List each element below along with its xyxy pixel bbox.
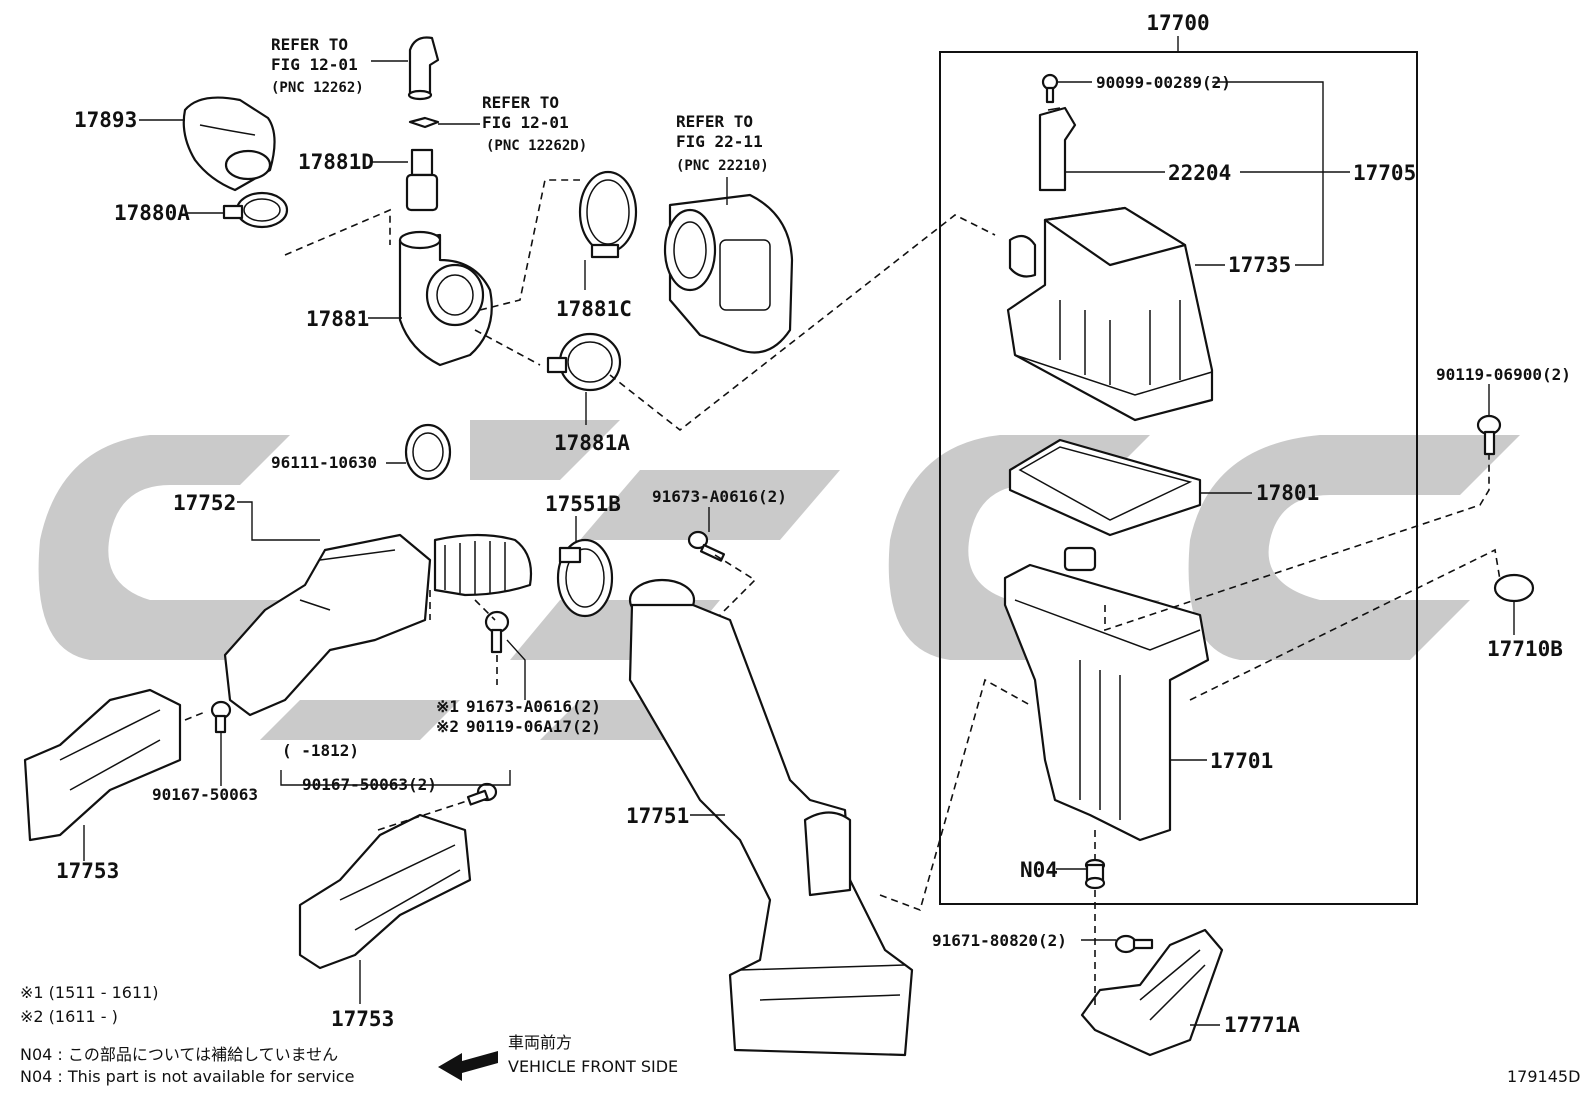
elbow-17881 [398, 230, 493, 367]
label-17735: 17735 [1228, 253, 1291, 277]
bolt-91673-lower [484, 610, 510, 654]
bolt-90167-a [210, 700, 232, 734]
label-n04: N04 [1020, 858, 1058, 882]
label-91673-upper: 91673-A0616(2) [652, 487, 787, 506]
note-n04-en: N04 : This part is not available for ser… [20, 1067, 354, 1086]
sensor-22204 [1038, 106, 1077, 192]
inlet-17751 [628, 578, 914, 1057]
refer-3-line2: FIG 22-11 [676, 132, 763, 151]
label-17880a: 17880A [114, 201, 190, 225]
leader-lines [83, 60, 1515, 1026]
hose-17881d [405, 148, 439, 212]
assembly-number: 17700 [1146, 11, 1209, 35]
label-17705: 17705 [1353, 161, 1416, 185]
label-17710b: 17710B [1487, 637, 1563, 661]
front-label-jp: 車両前方 [508, 1033, 572, 1052]
refer-3-line1: REFER TO [676, 112, 753, 131]
refer-block-1: REFER TO FIG 12-01 (PNC 12262) [271, 35, 364, 96]
refer-1-pnc: (PNC 12262) [271, 80, 364, 96]
label-96111: 96111-10630 [271, 453, 377, 472]
label-90167-a: 90167-50063 [152, 785, 258, 804]
screw-90099 [1041, 73, 1059, 104]
mark-2: ※2 [436, 717, 459, 736]
label-1812: ( -1812) [282, 741, 359, 760]
case-upper-17735 [1006, 206, 1214, 422]
label-17881c: 17881C [556, 297, 632, 321]
hose-17893 [182, 96, 276, 192]
bolt-90167-b [466, 782, 498, 806]
label-17893: 17893 [74, 108, 137, 132]
label-17881a: 17881A [554, 431, 630, 455]
clamp-17881a [546, 332, 622, 392]
label-17801: 17801 [1256, 481, 1319, 505]
label-17753-right: 17753 [331, 1007, 394, 1031]
label-90099: 90099-00289(2) [1096, 73, 1231, 92]
clamp-17551b [556, 538, 614, 618]
label-90167-b: 90167-50063(2) [302, 775, 437, 794]
refer-1-line2: FIG 12-01 [271, 55, 358, 74]
duct-17753-left [23, 688, 182, 842]
label-22204: 22204 [1168, 161, 1231, 185]
label-90119-a: 90119-06A17(2) [466, 717, 601, 736]
duct-17752 [223, 533, 533, 717]
mark-1: ※1 [436, 697, 459, 716]
label-90119-b: 90119-06900(2) [1436, 365, 1571, 384]
label-17551b: 17551B [545, 492, 621, 516]
label-17771a: 17771A [1224, 1013, 1300, 1037]
refer-block-3: REFER TO FIG 22-11 (PNC 22210) [676, 112, 769, 174]
label-17701: 17701 [1210, 749, 1273, 773]
note-n04-jp: N04 : この部品については補給していません [20, 1045, 338, 1064]
refer-2-pnc: (PNC 12262D) [486, 138, 587, 154]
refer-2-line2: FIG 12-01 [482, 113, 569, 132]
label-91671: 91671-80820(2) [932, 931, 1067, 950]
refer-1-line1: REFER TO [271, 35, 348, 54]
label-91673-lower: 91673-A0616(2) [466, 697, 601, 716]
bolt-90119-right [1476, 414, 1502, 456]
grommet-n04 [1084, 858, 1106, 890]
clip-12262d [408, 116, 440, 129]
diagram-id: 179145D [1507, 1067, 1580, 1086]
case-lower-17701 [1003, 546, 1210, 842]
refer-2-line1: REFER TO [482, 93, 559, 112]
refer-block-2: REFER TO FIG 12-01 (PNC 12262D) [482, 93, 587, 154]
front-arrow-icon [438, 1051, 498, 1081]
applicability-bracket [280, 770, 511, 786]
label-17881d: 17881D [298, 150, 374, 174]
bracket-17771a [1080, 928, 1224, 1057]
filter-17801 [1008, 438, 1202, 537]
label-17751: 17751 [626, 804, 689, 828]
label-17881: 17881 [306, 307, 369, 331]
dashed-guides [184, 179, 1501, 1010]
pipe-12262 [407, 36, 440, 101]
cap-17710b [1493, 573, 1535, 603]
note-1: ※1 (1511 - 1611) [20, 983, 159, 1002]
label-17752: 17752 [173, 491, 236, 515]
clamp-17881c [578, 170, 638, 259]
label-17753-left: 17753 [56, 859, 119, 883]
note-2: ※2 (1611 - ) [20, 1007, 118, 1026]
throttle-body [663, 193, 794, 354]
front-label-en: VEHICLE FRONT SIDE [508, 1057, 678, 1076]
clamp-17880a [222, 191, 289, 229]
refer-3-pnc: (PNC 22210) [676, 158, 769, 174]
ring-96111 [404, 423, 452, 481]
bolt-91671 [1114, 934, 1154, 954]
duct-17753-right [298, 813, 472, 970]
